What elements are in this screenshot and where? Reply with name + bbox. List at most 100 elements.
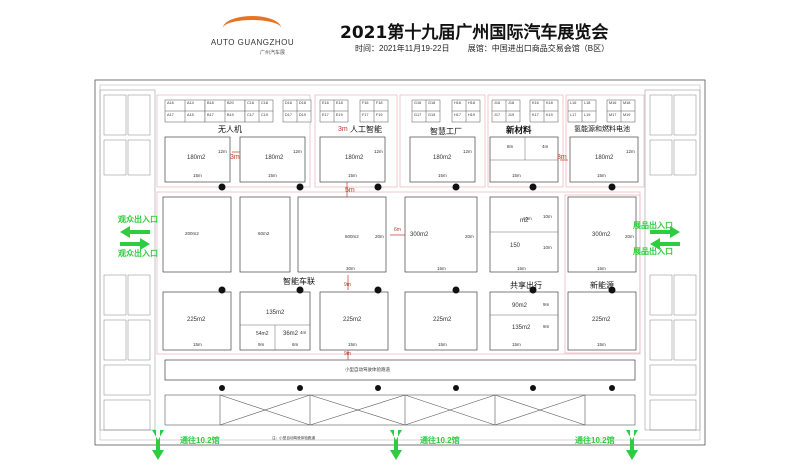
booth-code: H16 — [454, 101, 461, 105]
booth-area: 180m2 — [433, 155, 452, 161]
dimension: 30m — [346, 266, 355, 271]
exit-label-exhibit: 展品出入口 — [633, 247, 673, 256]
booth-code: C17 — [247, 113, 254, 117]
logo-text: AUTO GUANGZHOU — [210, 38, 295, 47]
dimension: 9m — [543, 302, 550, 307]
booth-area: 36m2 — [283, 331, 299, 337]
booth-area: 180m2 — [345, 155, 364, 161]
booth-code: J19 — [508, 113, 515, 117]
booth-area: 180m2 — [595, 155, 614, 161]
arrow-down-right — [626, 430, 638, 460]
aisle-width: 6m — [394, 227, 401, 233]
event-info: 时间：2021年11月19-22日 展馆：中国进出口商品交易会馆（B区） — [355, 43, 625, 54]
dimension: 20m — [375, 234, 384, 239]
booth-area-unit: m2 — [520, 218, 529, 224]
booth-code: D18 — [299, 101, 306, 105]
booth-code: M19 — [623, 113, 631, 117]
dimension: 15m — [268, 173, 277, 178]
dimension: 15m — [517, 266, 526, 271]
dimension: 4m — [542, 144, 549, 149]
booth-area: 225m2 — [343, 317, 362, 323]
booth-code: D16 — [285, 101, 292, 105]
arrow-right-in — [650, 226, 680, 238]
dimension: 4m — [300, 330, 307, 335]
dimension: 15m — [597, 266, 606, 271]
dimension: 15m — [512, 342, 521, 347]
zone-new-materials: 新材料 — [506, 125, 532, 135]
zone-new-energy: 新能源 — [590, 281, 614, 290]
booth-code: A14 — [187, 101, 194, 105]
driving-track-area — [164, 359, 636, 381]
booth-hydrogen — [569, 136, 639, 183]
booth-code: C19 — [261, 113, 268, 117]
booth-code: F17 — [362, 113, 369, 117]
booth-area: 225m2 — [592, 317, 611, 323]
dimension: 15m — [597, 173, 606, 178]
hall-outline — [94, 79, 706, 446]
dimension: 9m — [258, 342, 265, 347]
logo-subtext: 广州汽车展 — [260, 50, 286, 56]
booth-l6 — [567, 291, 637, 351]
booth-area: 225m2 — [433, 317, 452, 323]
booth-unmanned-1 — [164, 136, 231, 183]
booth-code: L19 — [584, 113, 591, 117]
dimension: 12m — [626, 149, 635, 154]
booth-area: 135m2 — [266, 310, 285, 316]
dimension: 15m — [438, 173, 447, 178]
booth-area: 200m2 — [185, 231, 199, 236]
booth-ai — [319, 136, 386, 183]
booth-m6 — [567, 196, 637, 273]
booth-code: L17 — [570, 113, 577, 117]
booth-code: A16 — [167, 101, 174, 105]
dimension: 15m — [512, 173, 521, 178]
booth-m2 — [239, 196, 291, 273]
exit-to-hall-mid: 通往10.2馆 — [420, 436, 460, 445]
dimension: 10m — [543, 245, 552, 250]
booth-code: G17 — [414, 113, 422, 117]
auto-guangzhou-logo: AUTO GUANGZHOU 广州汽车展 — [205, 12, 300, 56]
logo-arc-icon — [223, 16, 281, 40]
arrow-down-mid — [390, 430, 402, 460]
exit-label-visitor: 观众出入口 — [118, 215, 158, 224]
booth-code: A15 — [187, 113, 194, 117]
event-time: 时间：2021年11月19-22日 — [355, 44, 450, 53]
booth-code: C16 — [247, 101, 254, 105]
booth-m4 — [404, 196, 478, 273]
booth-code: M16 — [609, 101, 617, 105]
booth-new-materials — [489, 136, 559, 183]
dimension: 12m — [218, 149, 227, 154]
booth-area: 60m2 — [258, 231, 270, 236]
arrow-down-left — [152, 430, 164, 460]
dimension: 15m — [437, 266, 446, 271]
zone-smart-factory: 智慧工厂 — [430, 127, 462, 136]
booth-code: K18 — [546, 101, 553, 105]
dimension: 6m — [292, 342, 299, 347]
booth-code: B18 — [207, 101, 214, 105]
zone-hydrogen: 氢能源和燃料电池 — [574, 126, 630, 133]
booth-code: C18 — [261, 101, 268, 105]
dimension: 15m — [597, 342, 606, 347]
booth-l5 — [489, 291, 559, 351]
booth-code: A17 — [167, 113, 174, 117]
booth-smart-factory — [409, 136, 476, 183]
booth-code: E18 — [336, 101, 343, 105]
zone-sharing: 共享出行 — [510, 281, 542, 290]
aisle-width: 3m — [557, 154, 567, 161]
booth-area: 600m2 — [345, 234, 359, 239]
dimension: 20m — [625, 234, 634, 239]
booth-code: L18 — [584, 101, 591, 105]
left-service-area — [99, 89, 156, 431]
booth-area: 225m2 — [187, 317, 206, 323]
booth-code: E17 — [322, 113, 329, 117]
aisle-width: 9m — [344, 351, 351, 357]
dimension: 10m — [523, 216, 532, 221]
booth-code: K17 — [532, 113, 539, 117]
dimension: 15m — [348, 173, 357, 178]
booth-code: J17 — [494, 113, 501, 117]
booth-l1 — [162, 291, 232, 351]
exit-to-hall-left: 通往10.2馆 — [180, 436, 220, 445]
booth-code: E16 — [322, 101, 329, 105]
footnote: 注：小型自动驾驶体验跑道 — [272, 436, 316, 440]
booth-m1 — [162, 196, 232, 273]
